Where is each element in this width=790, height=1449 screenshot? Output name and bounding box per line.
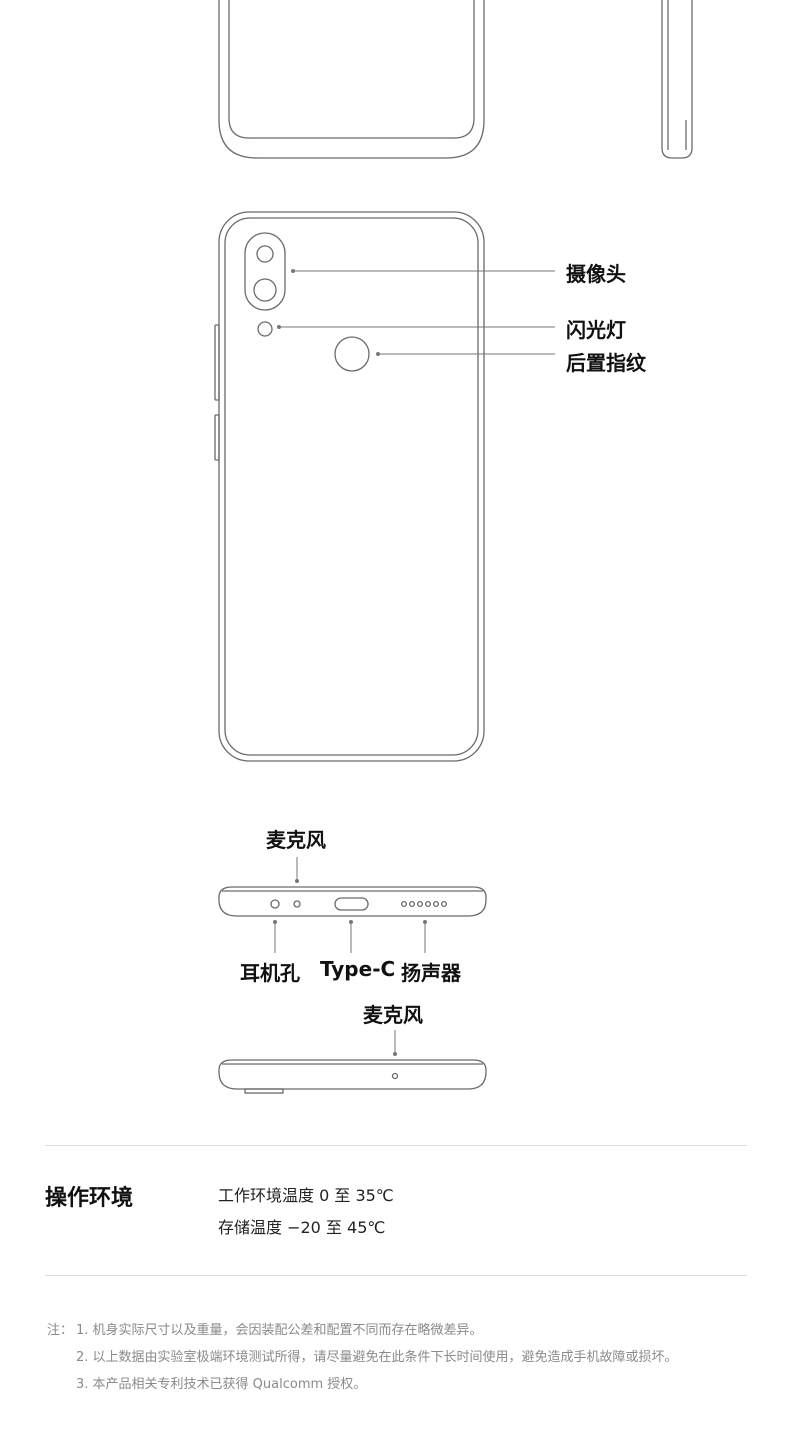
volume-button (214, 324, 220, 401)
top-mic-hole (391, 1072, 399, 1080)
environment-title: 操作环境 (45, 1186, 134, 1211)
note-1: 1. 机身实际尺寸以及重量，会因装配公差和配置不同而存在略微差异。 (76, 1323, 483, 1338)
speaker-grille (400, 900, 448, 908)
sim-tray (244, 1088, 284, 1094)
mic-label: 麦克风 (266, 828, 326, 852)
side-view-outline (661, 0, 693, 159)
notes-prefix: 注： (47, 1323, 74, 1338)
top-edge-outline (218, 1059, 487, 1090)
camera-label: 摄像头 (566, 262, 626, 286)
note-3: 3. 本产品相关专利技术已获得 Qualcomm 授权。 (76, 1377, 367, 1392)
camera-lens-bottom (253, 278, 277, 302)
mic-hole (293, 900, 301, 908)
front-view-inner (228, 0, 475, 139)
headphone-label: 耳机孔 (240, 961, 300, 985)
typec-port (334, 897, 369, 911)
back-view-outline (218, 211, 485, 762)
typec-label: Type-C (320, 957, 396, 981)
divider-bottom (45, 1275, 747, 1276)
flash-label: 闪光灯 (566, 318, 626, 342)
top-mic-label: 麦克风 (363, 1003, 423, 1027)
divider-top (45, 1145, 747, 1146)
power-button (214, 414, 220, 461)
back-view-inner (224, 217, 479, 756)
note-2: 2. 以上数据由实验室极端环境测试所得，请尽量避免在此条件下长时间使用，避免造成… (76, 1350, 678, 1365)
fingerprint-sensor (334, 336, 370, 372)
camera-lens-top (256, 245, 274, 263)
speaker-label: 扬声器 (401, 961, 461, 985)
bottom-edge-outline (218, 886, 487, 917)
flash (257, 321, 273, 337)
camera-module (244, 232, 286, 311)
front-view-outline (218, 0, 485, 159)
headphone-jack (270, 899, 280, 909)
fingerprint-label: 后置指纹 (566, 351, 646, 375)
storage-temp: 存储温度 −20 至 45℃ (218, 1218, 386, 1237)
operating-temp: 工作环境温度 0 至 35℃ (218, 1186, 394, 1205)
